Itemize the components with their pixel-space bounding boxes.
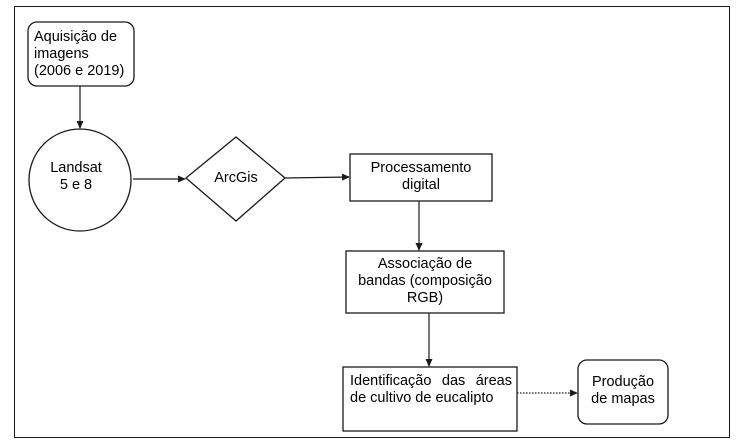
- bands-line-2: bandas (composição: [358, 273, 492, 289]
- bands-label: Associação de bandas (composição RGB): [348, 256, 502, 307]
- processing-line-1: Processamento: [370, 160, 472, 176]
- landsat-line-1: Landsat: [50, 160, 102, 176]
- acquisition-box: [27, 21, 135, 87]
- maps-line-2: de mapas: [591, 391, 655, 407]
- arrow-arcgis-to-processing: [284, 173, 350, 181]
- processing-box: [349, 153, 493, 202]
- maps-box: [577, 359, 669, 425]
- diagram-frame: [14, 6, 730, 438]
- bands-line-1: Associação de: [377, 256, 473, 272]
- acquisition-line-1: Aquisição de: [34, 29, 118, 45]
- maps-line-1: Produção: [591, 374, 655, 390]
- landsat-label: Landsat 5 e 8: [40, 160, 112, 194]
- processing-label: Processamento digital: [352, 160, 490, 194]
- bands-box: [345, 250, 505, 314]
- arcgis-label: ArcGis: [214, 170, 258, 186]
- identification-label: Identificação das áreas de cultivo de eu…: [350, 373, 512, 406]
- bands-line-3: RGB): [406, 290, 444, 306]
- maps-label: Produção de mapas: [580, 374, 666, 408]
- processing-line-2: digital: [402, 177, 440, 193]
- landsat-circle: [28, 128, 132, 232]
- arcgis-diamond: [184, 136, 286, 222]
- identification-box: [342, 366, 518, 432]
- landsat-line-2: 5 e 8: [59, 177, 93, 193]
- acquisition-line-3: (2006 e 2019): [34, 63, 125, 79]
- acquisition-line-2: imagens: [34, 46, 89, 62]
- acquisition-label: Aquisição de imagens (2006 e 2019): [34, 29, 134, 80]
